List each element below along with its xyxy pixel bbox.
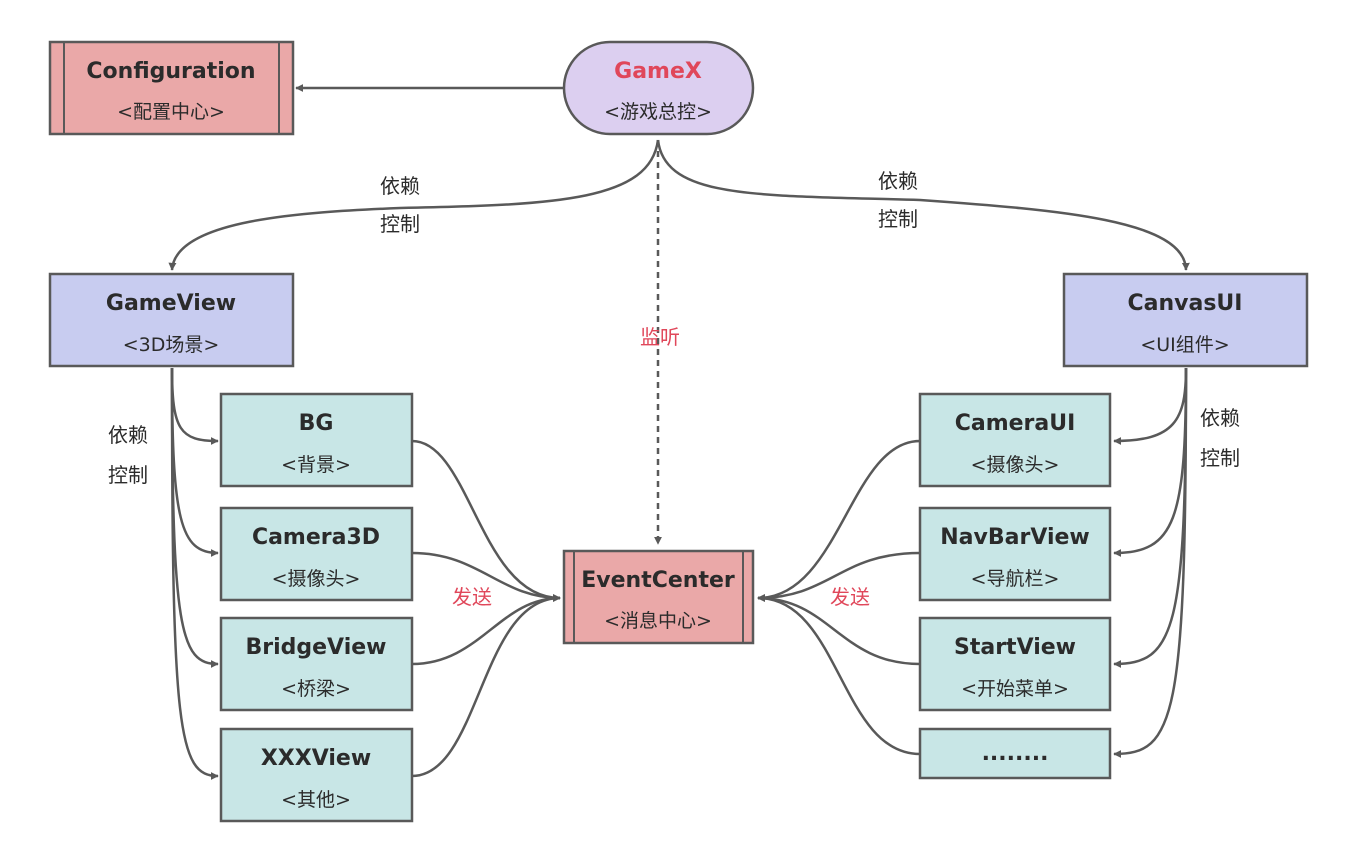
edge-canvasui-startview [1113,367,1188,668]
edge-navbarview-eventcenter [757,551,921,602]
edge-canvasui-more [1113,367,1188,758]
cameraui-subtitle: <摄像头> [971,454,1060,476]
camera3d-subtitle: <摄像头> [272,568,361,590]
configuration-subtitle: <配置中心> [117,101,225,123]
edge-cameraui-eventcenter [757,439,921,602]
bridgeview-subtitle: <桥梁> [281,678,351,700]
cameraui-title: CameraUI [955,411,1076,436]
xxxview-subtitle: <其他> [281,789,351,811]
label-control-right: 控制 [1200,446,1240,470]
label-depend-gameview: 依赖 [380,174,420,198]
node-canvasui: CanvasUI <UI组件> [1062,272,1309,368]
edge-canvasui-navbarview [1113,367,1188,557]
node-more: ........ [918,727,1112,780]
label-control-left: 控制 [108,463,148,487]
bridgeview-title: BridgeView [245,635,386,660]
node-camera3d: Camera3D <摄像头> [219,506,414,602]
edge-camera3d-eventcenter [411,551,561,602]
canvasui-subtitle: <UI组件> [1140,334,1229,356]
edge-gameview-xxxview [170,367,219,780]
label-depend-canvasui: 依赖 [878,169,918,193]
edge-xxxview-eventcenter [411,594,561,778]
node-bridgeview: BridgeView <桥梁> [219,616,414,712]
edge-gamex-canvasui [656,139,1190,271]
edge-more-eventcenter [757,594,921,756]
label-send-left: 发送 [452,585,492,609]
gameview-title: GameView [106,291,236,316]
gamex-title: GameX [614,59,702,84]
label-listen: 监听 [640,325,680,349]
camera3d-title: Camera3D [252,525,380,550]
node-gameview: GameView <3D场景> [48,272,295,368]
edge-startview-eventcenter [757,594,921,666]
navbarview-subtitle: <导航栏> [971,568,1060,590]
node-startview: StartView <开始菜单> [918,616,1112,712]
startview-title: StartView [954,635,1076,660]
label-depend-left: 依赖 [108,423,148,447]
gamex-subtitle: <游戏总控> [604,101,712,123]
edge-bg-eventcenter [411,439,561,602]
xxxview-title: XXXView [261,746,371,771]
node-cameraui: CameraUI <摄像头> [918,392,1112,488]
node-bg: BG <背景> [219,392,414,488]
edge-gamex-gameview [168,139,660,271]
edge-bridgeview-eventcenter [411,594,561,666]
canvasui-title: CanvasUI [1128,291,1243,316]
label-depend-right: 依赖 [1200,406,1240,430]
node-configuration: Configuration <配置中心> [48,40,295,136]
label-send-right: 发送 [830,585,870,609]
node-navbarview: NavBarView <导航栏> [918,506,1112,602]
edge-gameview-camera3d [170,367,219,557]
edge-gameview-bg [170,367,219,445]
node-xxxview: XXXView <其他> [219,727,414,823]
edge-gameview-bridgeview [170,367,219,668]
eventcenter-title: EventCenter [581,568,735,593]
edge-canvasui-cameraui [1113,367,1188,445]
navbarview-title: NavBarView [940,525,1090,550]
startview-subtitle: <开始菜单> [961,678,1069,700]
configuration-title: Configuration [86,59,255,84]
node-gamex: GameX <游戏总控> [562,40,755,136]
label-control-canvasui: 控制 [878,207,918,231]
gameview-subtitle: <3D场景> [123,334,220,356]
eventcenter-subtitle: <消息中心> [604,610,712,632]
node-eventcenter: EventCenter <消息中心> [562,549,755,645]
bg-title: BG [299,411,334,436]
label-control-gameview: 控制 [380,212,420,236]
more-title: ........ [982,741,1049,766]
bg-subtitle: <背景> [281,454,351,476]
